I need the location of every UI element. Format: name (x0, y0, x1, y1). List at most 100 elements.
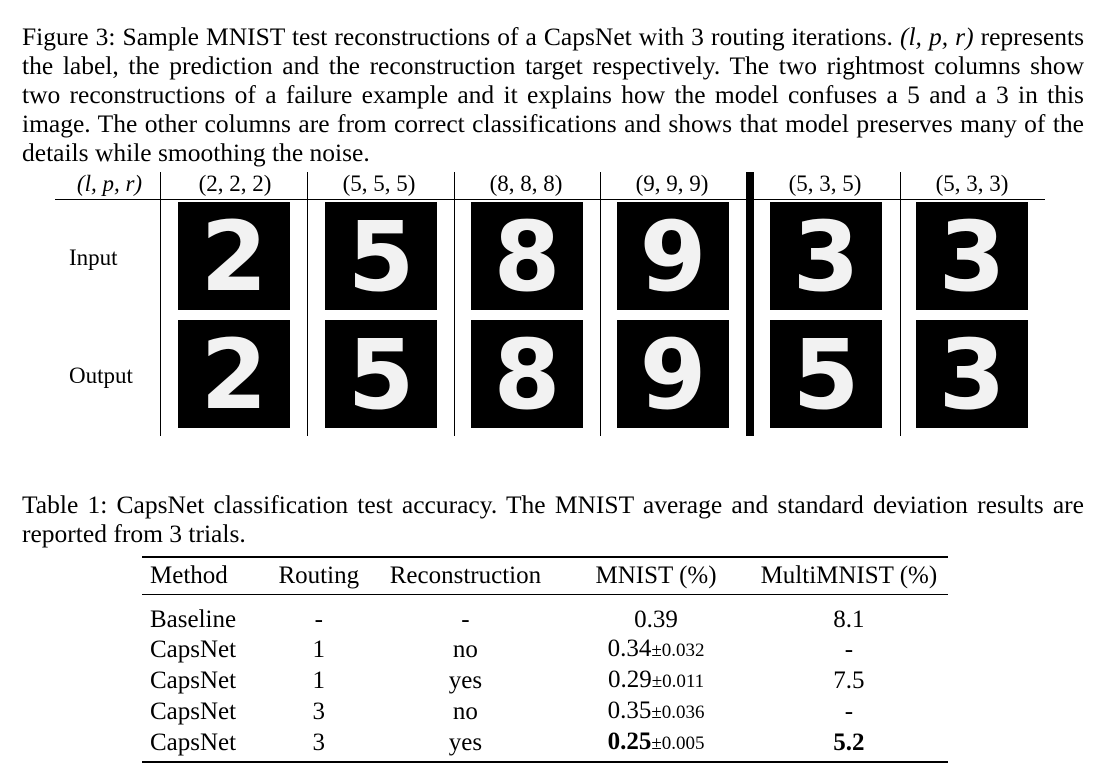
table-row: CapsNet 1 yes 0.29±0.011 7.5 (142, 665, 948, 696)
digit-image-output: 3 (916, 320, 1028, 428)
cell-mnist-std: ±0.011 (651, 671, 705, 692)
cell-routing: 3 (269, 727, 369, 763)
digit-image-input: 3 (770, 202, 882, 310)
cell-mnist-value: 0.25 (607, 728, 652, 755)
header-routing: Routing (269, 557, 369, 595)
header-method: Method (142, 557, 270, 595)
cell-routing: 3 (269, 696, 368, 727)
cell-mnist: 0.29±0.011 (562, 665, 749, 696)
header-mnist: MNIST (%) (562, 557, 750, 595)
cell-mnist: 0.25±0.005 (562, 727, 750, 763)
digit-image-output: 5 (325, 320, 437, 428)
cell-mnist-value: 0.29 (607, 666, 652, 693)
cell-method-value: CapsNet (150, 729, 237, 756)
header-multimnist: MultiMNIST (%) (749, 557, 948, 595)
cell-multimnist-value: 8.1 (833, 606, 865, 633)
digit-glyph: 3 (939, 202, 1006, 310)
cell-reconstruction: yes (368, 727, 563, 763)
digit-image-input: 2 (178, 202, 290, 310)
cell-mnist-std: ±0.036 (651, 702, 705, 723)
digit-image-output: 8 (471, 320, 583, 428)
figure-column-header: (5, 5, 5) (342, 171, 416, 196)
cell-method: CapsNet (142, 727, 270, 763)
cell-mnist-value: 0.35 (607, 697, 652, 724)
cell-method-value: CapsNet (150, 698, 237, 725)
figure-divider (160, 172, 161, 436)
header-reconstruction: Reconstruction (368, 557, 563, 595)
figure-divider (900, 172, 901, 436)
digit-glyph: 2 (201, 320, 268, 428)
cell-routing-value: 3 (312, 698, 326, 725)
table-row: CapsNet 3 no 0.35±0.036 - (142, 696, 948, 727)
cell-multimnist-value: 5.2 (833, 729, 865, 756)
digit-glyph: 8 (494, 320, 561, 428)
digit-image-input: 5 (325, 202, 437, 310)
figure-header-label: (l, p, r) (76, 171, 143, 196)
cell-reconstruction: no (369, 634, 563, 665)
digit-glyph: 9 (640, 202, 707, 310)
figure-caption-prefix: Figure 3: (22, 22, 116, 51)
table-row: CapsNet 3 yes 0.25±0.005 5.2 (142, 727, 948, 763)
results-table: Method Routing Reconstruction MNIST (%) … (142, 556, 948, 763)
figure-caption: Figure 3: Sample MNIST test reconstructi… (22, 22, 1084, 167)
cell-routing-value: 1 (312, 667, 326, 694)
cell-multimnist-value: - (844, 698, 854, 725)
row-label-input: Input (69, 245, 118, 270)
digit-glyph: 5 (348, 202, 415, 310)
digit-image-output: 5 (770, 320, 882, 428)
cell-routing: 1 (269, 665, 368, 696)
cell-routing-value: 3 (312, 729, 326, 756)
cell-mnist: 0.34±0.032 (562, 634, 749, 665)
figure-caption-math: (l, p, r) (899, 22, 974, 51)
digit-glyph: 2 (201, 202, 268, 310)
cell-routing-value: - (314, 606, 323, 633)
figure-failure-divider (746, 172, 754, 436)
cell-reconstruction: yes (369, 665, 563, 696)
cell-reconstruction: no (369, 696, 563, 727)
cell-reconstruction-value: no (452, 698, 478, 725)
digit-image-input: 8 (471, 202, 583, 310)
cell-routing: - (269, 595, 368, 635)
digit-glyph: 9 (640, 320, 707, 428)
cell-reconstruction-value: yes (448, 729, 483, 756)
cell-multimnist: 5.2 (749, 727, 948, 763)
cell-method-value: CapsNet (150, 667, 237, 694)
figure-divider (307, 172, 308, 436)
cell-method-value: Baseline (150, 606, 237, 633)
row-label-output: Output (69, 363, 133, 388)
cell-multimnist-value: 7.5 (833, 667, 865, 694)
digit-glyph: 3 (939, 320, 1006, 428)
figure-column-header: (8, 8, 8) (489, 171, 563, 196)
figure-header-rule (55, 199, 1045, 200)
cell-reconstruction-value: yes (448, 667, 483, 694)
cell-method: CapsNet (142, 665, 269, 696)
figure-caption-text-1: Sample MNIST test reconstructions of a C… (122, 22, 893, 51)
cell-routing-value: 1 (312, 636, 326, 663)
digit-glyph: 5 (348, 320, 415, 428)
table-caption: Table 1: CapsNet classification test acc… (22, 490, 1084, 548)
cell-method: Baseline (142, 595, 269, 635)
cell-mnist-std: ±0.005 (651, 733, 705, 754)
table-header-row: Method Routing Reconstruction MNIST (%) … (142, 557, 948, 595)
cell-mnist: 0.35±0.036 (562, 696, 749, 727)
figure-column-header: (5, 3, 5) (788, 171, 862, 196)
table-caption-text: CapsNet classification test accuracy. Th… (22, 490, 1084, 548)
digit-glyph: 8 (494, 202, 561, 310)
cell-mnist-value: 0.39 (634, 606, 678, 633)
cell-routing: 1 (269, 634, 368, 665)
cell-multimnist: 7.5 (750, 665, 948, 696)
cell-method: CapsNet (142, 634, 269, 665)
figure-divider (454, 172, 455, 436)
figure-column-header: (5, 3, 3) (935, 171, 1009, 196)
digit-image-input: 9 (617, 202, 729, 310)
cell-multimnist: - (750, 696, 948, 727)
cell-multimnist: - (750, 634, 948, 665)
cell-reconstruction: - (369, 595, 563, 635)
cell-multimnist-value: - (844, 636, 854, 663)
table-row: CapsNet 1 no 0.34±0.032 - (142, 634, 948, 665)
cell-reconstruction-value: no (452, 636, 478, 663)
digit-glyph: 3 (793, 202, 860, 310)
cell-method: CapsNet (142, 696, 269, 727)
digit-image-output: 9 (617, 320, 729, 428)
cell-reconstruction-value: - (461, 606, 470, 633)
